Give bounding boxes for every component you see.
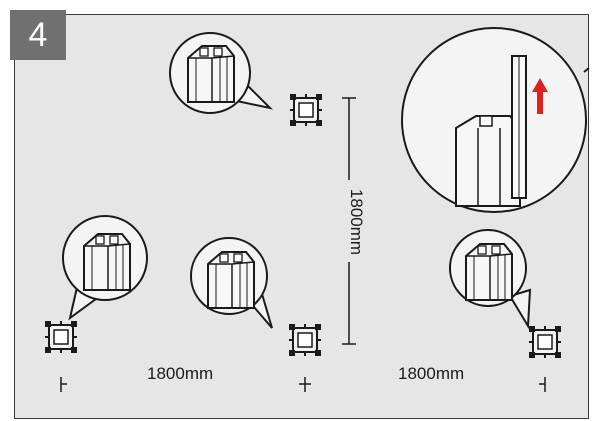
post-detail-callout-right [449,229,532,330]
step-number-badge: 4 [10,10,66,60]
post-detail-callout-left [62,215,148,321]
red-up-arrow-icon [532,78,548,114]
vertical-dimension-label: 1800mm [347,188,366,256]
horizontal-dimension-label-right: 1800mm [398,364,465,383]
post-profile-icon [528,325,562,359]
post-profile-icon [44,320,78,354]
horizontal-dimension-label-left: 1800mm [147,364,214,383]
post-detail-callout-top [169,32,274,114]
post-marker-left [60,377,67,392]
vertical-dimension-line [342,97,356,345]
post-marker-right [539,377,546,392]
post-cap-lift-callout [401,27,590,213]
post-marker-middle [299,377,311,392]
post-profile-icon [288,323,322,357]
post-profile-icon [289,93,323,127]
post-detail-callout-middle [190,237,273,329]
